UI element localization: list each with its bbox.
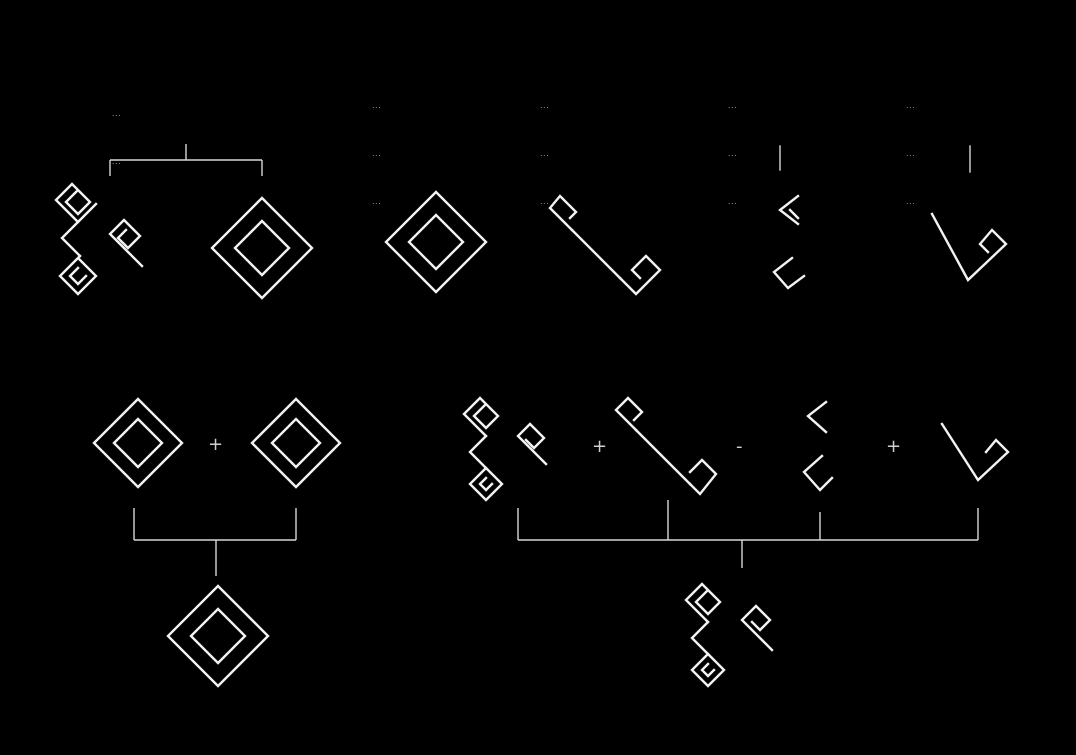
stacked-hooks-motif bbox=[804, 402, 832, 490]
bracket bbox=[110, 144, 262, 176]
concentric-diamond-motif bbox=[94, 399, 182, 487]
concentric-diamond-motif bbox=[252, 399, 340, 487]
spiral-chevron-motif bbox=[942, 424, 1008, 480]
plus-operator: + bbox=[208, 434, 223, 455]
spiral-zigzag-motif bbox=[686, 584, 772, 686]
bracket bbox=[134, 508, 296, 576]
bracket bbox=[518, 500, 978, 568]
plus-operator: + bbox=[592, 436, 607, 457]
concentric-diamond-motif bbox=[212, 198, 312, 298]
concentric-diamond-motif bbox=[168, 586, 268, 686]
minus-operator: - bbox=[736, 436, 743, 457]
diagonal-spiral-motif bbox=[616, 398, 716, 494]
stacked-hooks-motif bbox=[774, 146, 804, 288]
diagonal-spiral-motif bbox=[550, 196, 660, 294]
spiral-zigzag-motif bbox=[464, 398, 546, 500]
spiral-zigzag-motif bbox=[56, 184, 142, 294]
spiral-chevron-motif bbox=[932, 146, 1006, 280]
plus-operator: + bbox=[886, 436, 901, 457]
concentric-diamond-motif bbox=[386, 192, 486, 292]
